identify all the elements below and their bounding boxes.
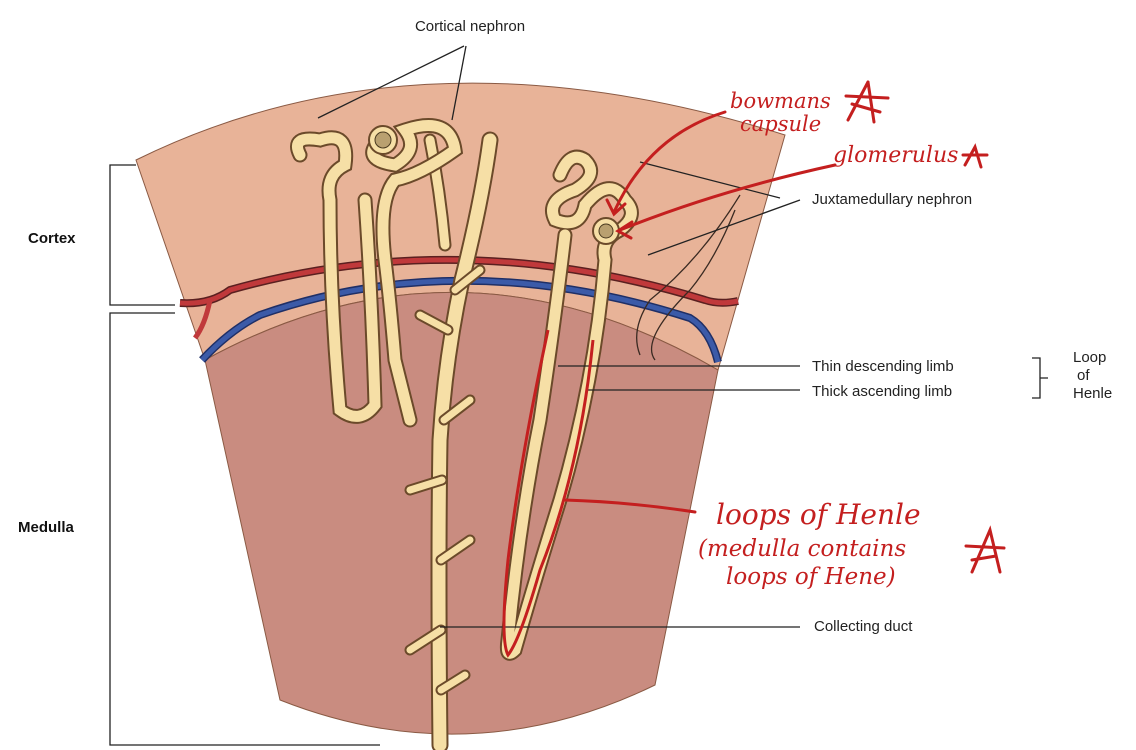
arcuate-artery-branch xyxy=(192,299,213,340)
leader-lines xyxy=(109,45,1048,746)
cortical-nephron-1 xyxy=(290,130,383,424)
annotation-medulla-contains: (medulla contains xyxy=(698,536,906,562)
vasa-recta xyxy=(636,194,741,361)
star-icon xyxy=(844,80,890,124)
star-icon xyxy=(961,143,989,169)
label-collecting-duct: Collecting duct xyxy=(814,618,913,635)
annotation-glomerulus: glomerulus xyxy=(833,143,958,168)
star-icon xyxy=(964,525,1006,574)
cortical-nephron-2 xyxy=(365,118,464,428)
label-thin-descending-limb: Thin descending limb xyxy=(812,358,954,375)
label-henle: Henle xyxy=(1073,385,1112,402)
juxtamedullary-nephron xyxy=(499,149,639,661)
annotation-arrow-bowmans xyxy=(605,110,727,217)
label-medulla: Medulla xyxy=(18,519,74,536)
label-cortical-nephron: Cortical nephron xyxy=(415,18,525,35)
collecting-duct-main xyxy=(404,131,499,750)
annotation-arrow-glomerulus xyxy=(615,163,837,240)
annotation-loops-of-hene: loops of Hene) xyxy=(726,564,896,590)
label-juxtamedullary-nephron: Juxtamedullary nephron xyxy=(812,191,972,208)
label-cortex: Cortex xyxy=(28,230,76,247)
annotation-bowmans: bowmans xyxy=(730,89,831,113)
annotation-loops-of-henle: loops of Henle xyxy=(716,498,921,531)
label-thick-ascending-limb: Thick ascending limb xyxy=(812,383,952,400)
cortical-glomerulus xyxy=(368,125,398,155)
annotation-line-loops xyxy=(563,498,697,514)
medulla-region xyxy=(204,292,719,735)
annotation-loop-outline xyxy=(502,329,595,658)
annotation-capsule: capsule xyxy=(740,112,821,136)
label-loop: Loop xyxy=(1073,349,1106,366)
handwritten-annotations: bowmans capsule glomerulus loops of Henl… xyxy=(502,80,1006,658)
label-of: of xyxy=(1077,367,1090,384)
